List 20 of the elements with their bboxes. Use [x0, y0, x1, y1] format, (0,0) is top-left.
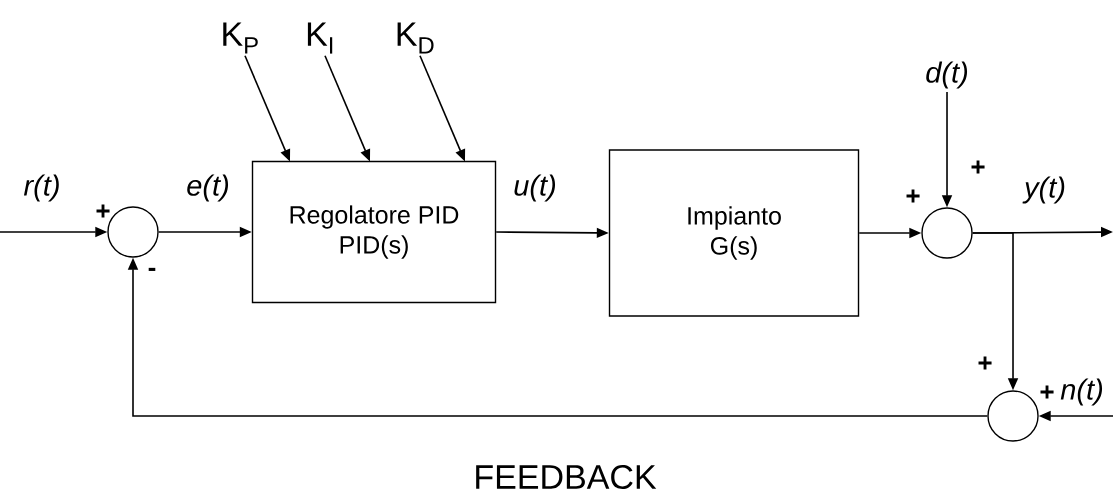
edge-label: n(t) — [1059, 377, 1105, 407]
gain-label: K$_{P}$ — [223, 22, 258, 54]
sign-label: + — [978, 356, 992, 370]
process-box: Impianto G(s) — [608, 149, 860, 317]
summing-junction — [987, 390, 1039, 442]
summing-junction — [921, 207, 973, 259]
sign-label: - — [148, 267, 156, 271]
edge-label: r(t) — [22, 173, 62, 203]
gain-label: K$_{D}$ — [397, 22, 434, 54]
sign-label: + — [1040, 385, 1054, 399]
sign-label: + — [971, 160, 985, 174]
edge-label: e(t) — [185, 173, 231, 203]
process-box: Regolatore PID PID(s) — [251, 160, 497, 304]
edge-label: u(t) — [512, 173, 558, 203]
gain-label: K$_{I}$ — [307, 22, 333, 54]
caption: FEEDBACK — [476, 464, 657, 490]
edge-label: y(t) — [1022, 175, 1067, 205]
signal-label: d(t) — [926, 61, 968, 89]
sign-label: + — [96, 204, 110, 218]
sign-label: + — [906, 189, 920, 203]
